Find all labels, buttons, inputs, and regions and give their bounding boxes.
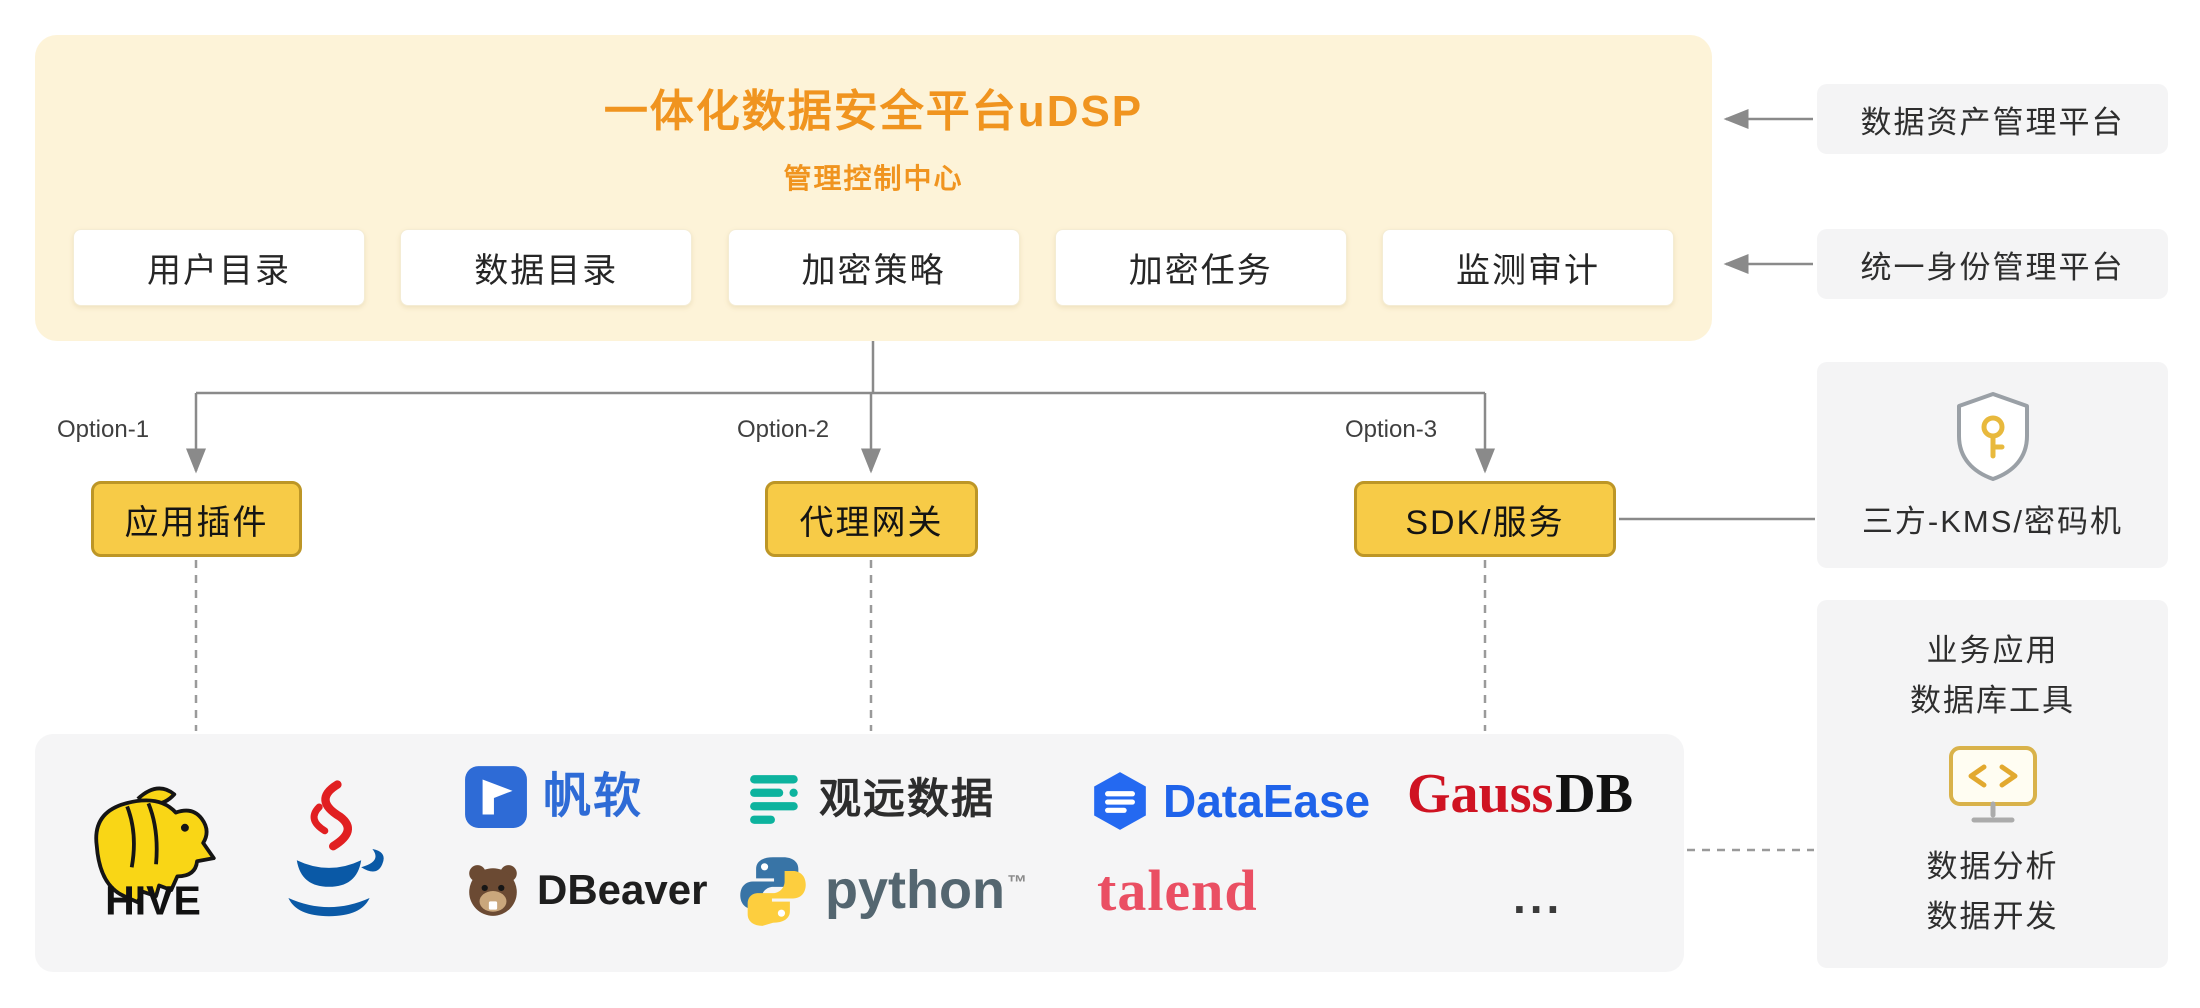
- dataease-wordmark: DataEase: [1163, 775, 1371, 827]
- identity-platform-box: 统一身份管理平台: [1817, 229, 2168, 299]
- kms-box: 三方-KMS/密码机: [1817, 362, 2168, 568]
- tools-line-db-tools: 数据库工具: [1910, 683, 2075, 718]
- more-ellipsis: ...: [1513, 871, 1564, 923]
- node-app-plugin: 应用插件: [91, 481, 302, 557]
- option-2-label: Option-2: [737, 416, 830, 443]
- talend-logo: talend: [1097, 862, 1258, 920]
- module-user-directory: 用户目录: [73, 229, 365, 306]
- shield-key-icon: [1951, 390, 2035, 482]
- gaussdb-wordmark-black: DB: [1555, 763, 1634, 825]
- python-tm: ™: [1006, 872, 1027, 894]
- module-encrypt-policy: 加密策略: [727, 229, 1020, 306]
- option-1-label: Option-1: [57, 416, 150, 443]
- gaussdb-wordmark-red: Gauss: [1407, 763, 1554, 825]
- java-icon: [273, 778, 385, 934]
- dbeaver-icon: [463, 860, 523, 920]
- tools-line-data-analysis: 数据分析: [1926, 849, 2059, 884]
- kms-label: 三方-KMS/密码机: [1861, 503, 2124, 539]
- gaussdb-logo: Gauss DB: [1407, 766, 1633, 822]
- module-data-directory: 数据目录: [400, 229, 693, 306]
- platform-modules-row: 用户目录 数据目录 加密策略 加密任务 监测审计: [73, 229, 1674, 306]
- monitor-code-icon: [1945, 743, 2041, 827]
- business-tools-box: 业务应用 数据库工具 数据分析 数据开发: [1817, 600, 2168, 968]
- ecosystem-panel: HIVE: [35, 734, 1684, 972]
- talend-wordmark: talend: [1097, 858, 1258, 923]
- asset-platform-box: 数据资产管理平台: [1817, 84, 2168, 154]
- dataease-icon: [1091, 770, 1149, 832]
- fanruan-logo: 帆软: [463, 764, 643, 830]
- node-proxy-gateway: 代理网关: [765, 481, 978, 557]
- udsp-platform-panel: 一体化数据安全平台uDSP 管理控制中心 用户目录 数据目录 加密策略 加密任务…: [35, 35, 1712, 341]
- tools-line-data-dev: 数据开发: [1926, 899, 2059, 934]
- option-3-label: Option-3: [1345, 416, 1438, 443]
- java-logo: [273, 778, 385, 934]
- dbeaver-wordmark: DBeaver: [537, 866, 708, 913]
- hive-icon: HIVE: [77, 770, 229, 923]
- fanruan-wordmark: 帆软: [543, 770, 644, 823]
- dataease-logo: DataEase: [1091, 770, 1370, 832]
- guanyuan-logo: 观远数据: [747, 772, 995, 826]
- platform-title: 一体化数据安全平台uDSP: [603, 87, 1144, 136]
- fanruan-icon: [463, 764, 529, 830]
- guanyuan-icon: [747, 772, 805, 826]
- module-monitor-audit: 监测审计: [1382, 229, 1674, 306]
- tools-line-business-app: 业务应用: [1926, 633, 2059, 668]
- platform-subtitle: 管理控制中心: [783, 163, 964, 194]
- dbeaver-logo: DBeaver: [463, 860, 707, 920]
- module-encrypt-task: 加密任务: [1054, 229, 1347, 306]
- hive-logo: HIVE: [77, 770, 229, 923]
- node-sdk-service: SDK/服务: [1354, 481, 1616, 557]
- guanyuan-wordmark: 观远数据: [819, 775, 996, 822]
- python-icon: [735, 852, 811, 928]
- hive-wordmark: HIVE: [105, 877, 201, 922]
